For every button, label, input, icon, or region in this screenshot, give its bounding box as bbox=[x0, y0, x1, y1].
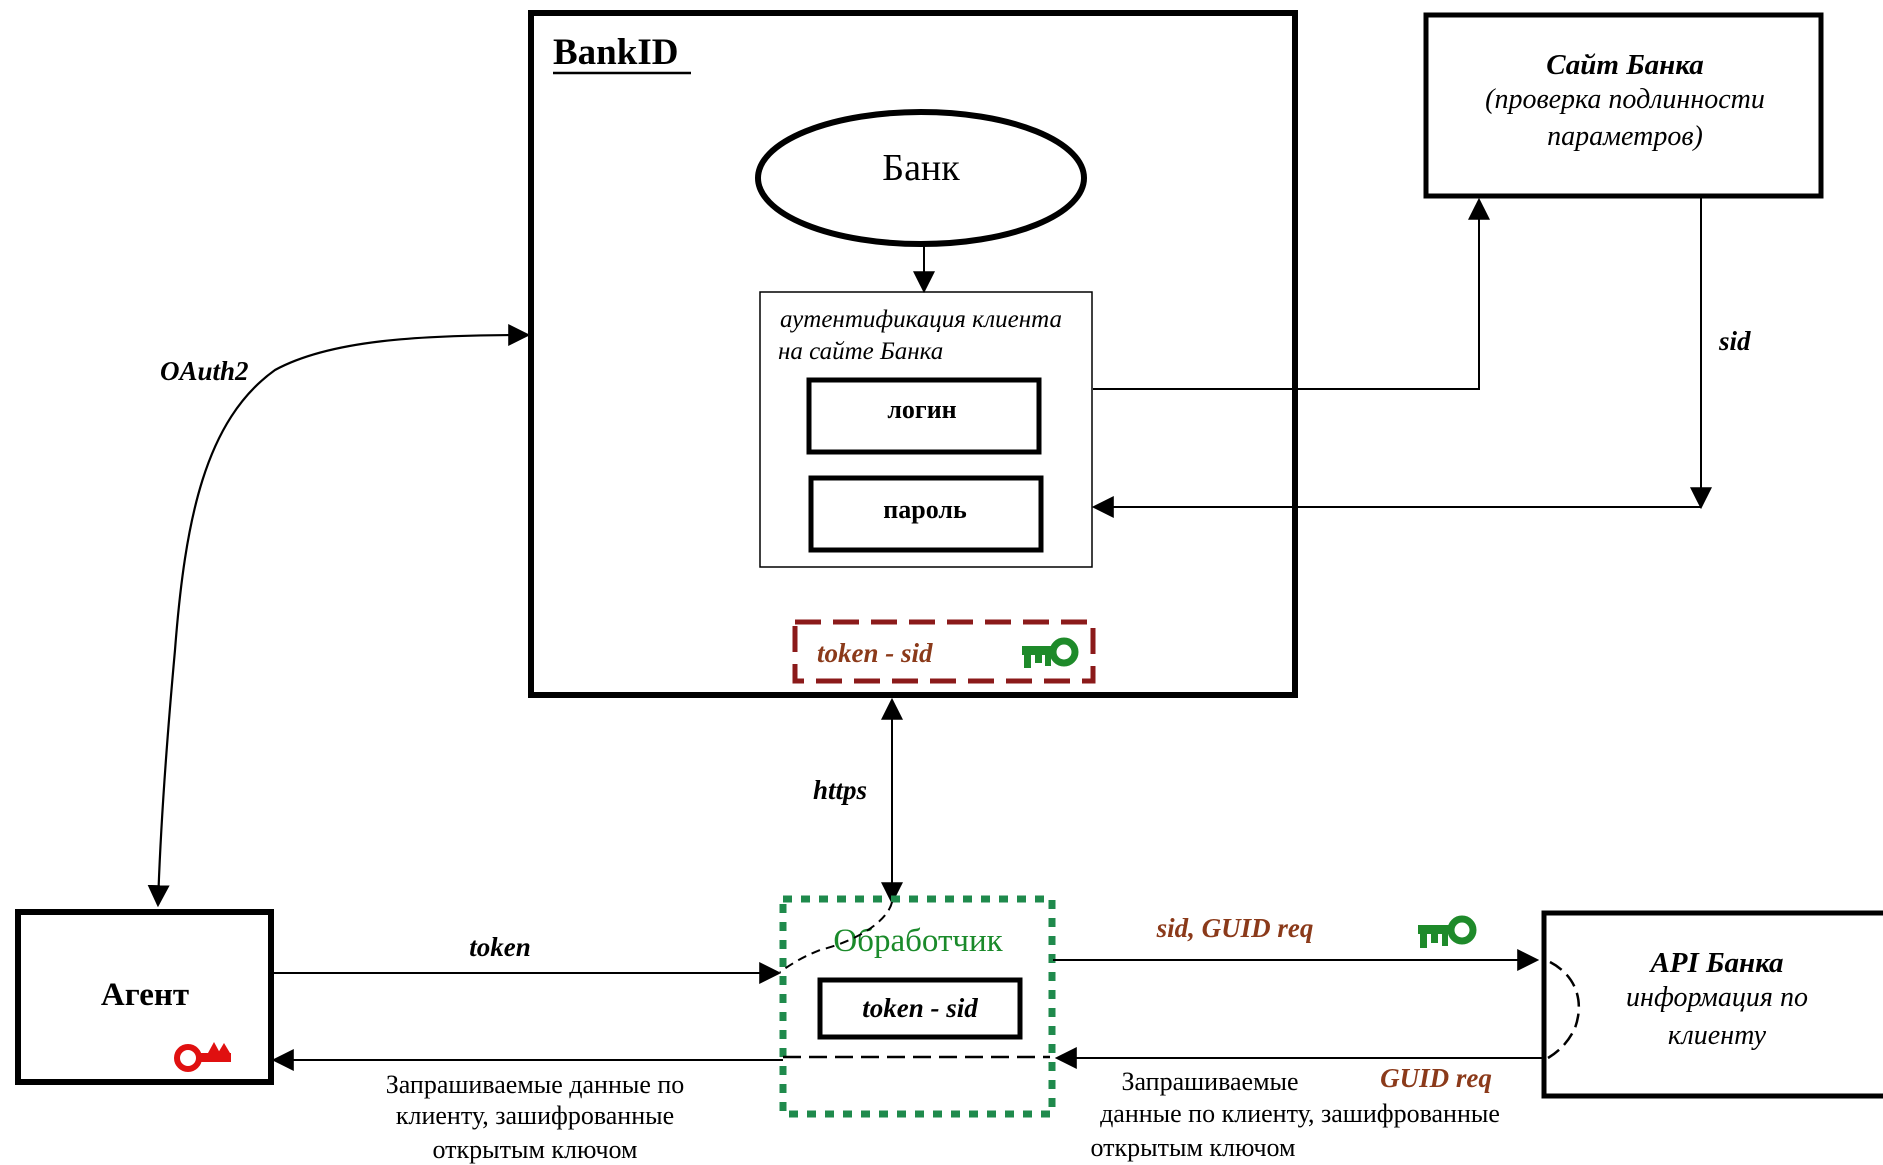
edge-label-https: https bbox=[813, 775, 867, 805]
login-field[interactable]: логин bbox=[806, 377, 1042, 455]
key-icon bbox=[1418, 915, 1477, 948]
password-label: пароль bbox=[883, 495, 967, 524]
agent-title: Агент bbox=[101, 977, 189, 1013]
bankid-box: BankID bbox=[528, 10, 1298, 698]
bank-ellipse-label: Банк bbox=[882, 147, 960, 189]
edge-label-token: token bbox=[469, 932, 531, 962]
key-icon bbox=[1022, 637, 1079, 668]
edge-label-sid-guid-req: sid, GUID req bbox=[1156, 913, 1314, 943]
handler-title: Обработчик bbox=[833, 923, 1003, 959]
bank-site-line2: (проверка подлинности bbox=[1485, 84, 1765, 115]
bank-api-title: API Банка bbox=[1648, 947, 1783, 979]
bankid-title: BankID bbox=[553, 32, 678, 73]
requested-left-line1: Запрашиваемые данные по bbox=[386, 1070, 685, 1099]
bank-api-line3: клиенту bbox=[1668, 1020, 1767, 1051]
bank-api-line2: информация по bbox=[1626, 982, 1808, 1013]
requested-right-line1: Запрашиваемые bbox=[1121, 1067, 1298, 1096]
key-icon bbox=[174, 1042, 231, 1072]
bank-site-line3: параметров) bbox=[1547, 121, 1703, 152]
bank-api-box: API Банка информация по клиенту bbox=[1541, 910, 1883, 1099]
edge-https-dashed-continuation bbox=[779, 901, 893, 973]
bank-api-internal-curve bbox=[1547, 960, 1580, 1060]
edge-oauth2 bbox=[147, 324, 531, 908]
edge-auth-to-bank-site bbox=[1093, 197, 1490, 390]
handler-token-sid-box: token - sid bbox=[817, 977, 1023, 1040]
edge-label-guid-req: GUID req bbox=[1380, 1063, 1492, 1093]
login-label: логин bbox=[887, 395, 956, 424]
requested-right-line3: открытым ключом bbox=[1091, 1133, 1296, 1162]
bank-ellipse: Банк bbox=[755, 109, 1087, 247]
requested-left-line2: клиенту, зашифрованные bbox=[396, 1101, 674, 1130]
password-field[interactable]: пароль bbox=[808, 475, 1044, 553]
requested-left-line3: открытым ключом bbox=[433, 1135, 638, 1164]
bankid-token-sid-box: token - sid bbox=[792, 619, 1096, 684]
auth-caption-line1: аутентификация клиента bbox=[780, 306, 1062, 333]
agent-box: Агент bbox=[15, 909, 274, 1085]
bankid-token-sid-label: token - sid bbox=[817, 638, 933, 668]
auth-caption-line2: на сайте Банка bbox=[778, 338, 943, 365]
edge-label-sid: sid bbox=[1718, 326, 1751, 356]
edge-label-oauth2: OAuth2 bbox=[160, 356, 249, 386]
bank-site-title: Сайт Банка bbox=[1546, 49, 1703, 81]
requested-right-line2: данные по клиенту, зашифрованные bbox=[1100, 1099, 1500, 1128]
handler-box: Обработчик bbox=[779, 895, 1056, 1118]
handler-token-sid-label: token - sid bbox=[862, 993, 978, 1023]
bank-site-box: Сайт Банка (проверка подлинности парамет… bbox=[1423, 12, 1824, 199]
auth-box: аутентификация клиента на сайте Банка bbox=[759, 291, 1093, 568]
